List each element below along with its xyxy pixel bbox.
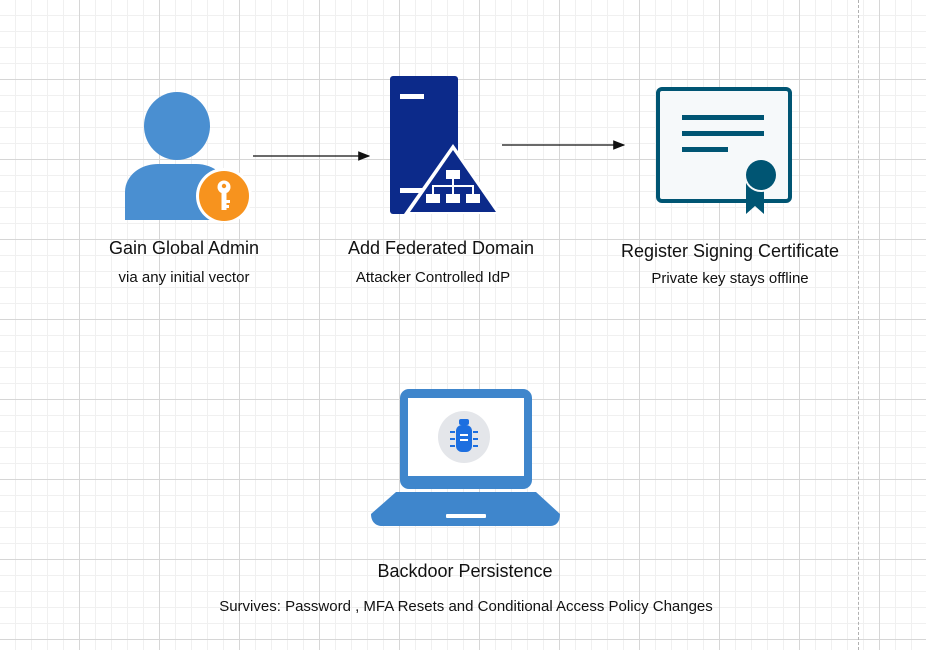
user-key-icon [125, 92, 252, 222]
page-border-line [858, 0, 859, 650]
certificate-icon [656, 87, 792, 214]
bug-icon [450, 419, 478, 452]
step-certificate-subtitle: Private key stays offline [651, 270, 809, 287]
result-subtitle: Survives: Password , MFA Resets and Cond… [219, 598, 713, 615]
step-admin-title: Gain Global Admin [108, 238, 260, 258]
step-domain-subtitle: Attacker Controlled IdP [355, 269, 511, 286]
result-title: Backdoor Persistence [377, 561, 553, 581]
laptop-bug-icon [371, 389, 560, 526]
server-network-icon [390, 76, 502, 214]
step-admin-subtitle: via any initial vector [118, 269, 250, 286]
step-domain-title: Add Federated Domain [347, 238, 535, 258]
step-certificate-title: Register Signing Certificate [620, 241, 840, 261]
